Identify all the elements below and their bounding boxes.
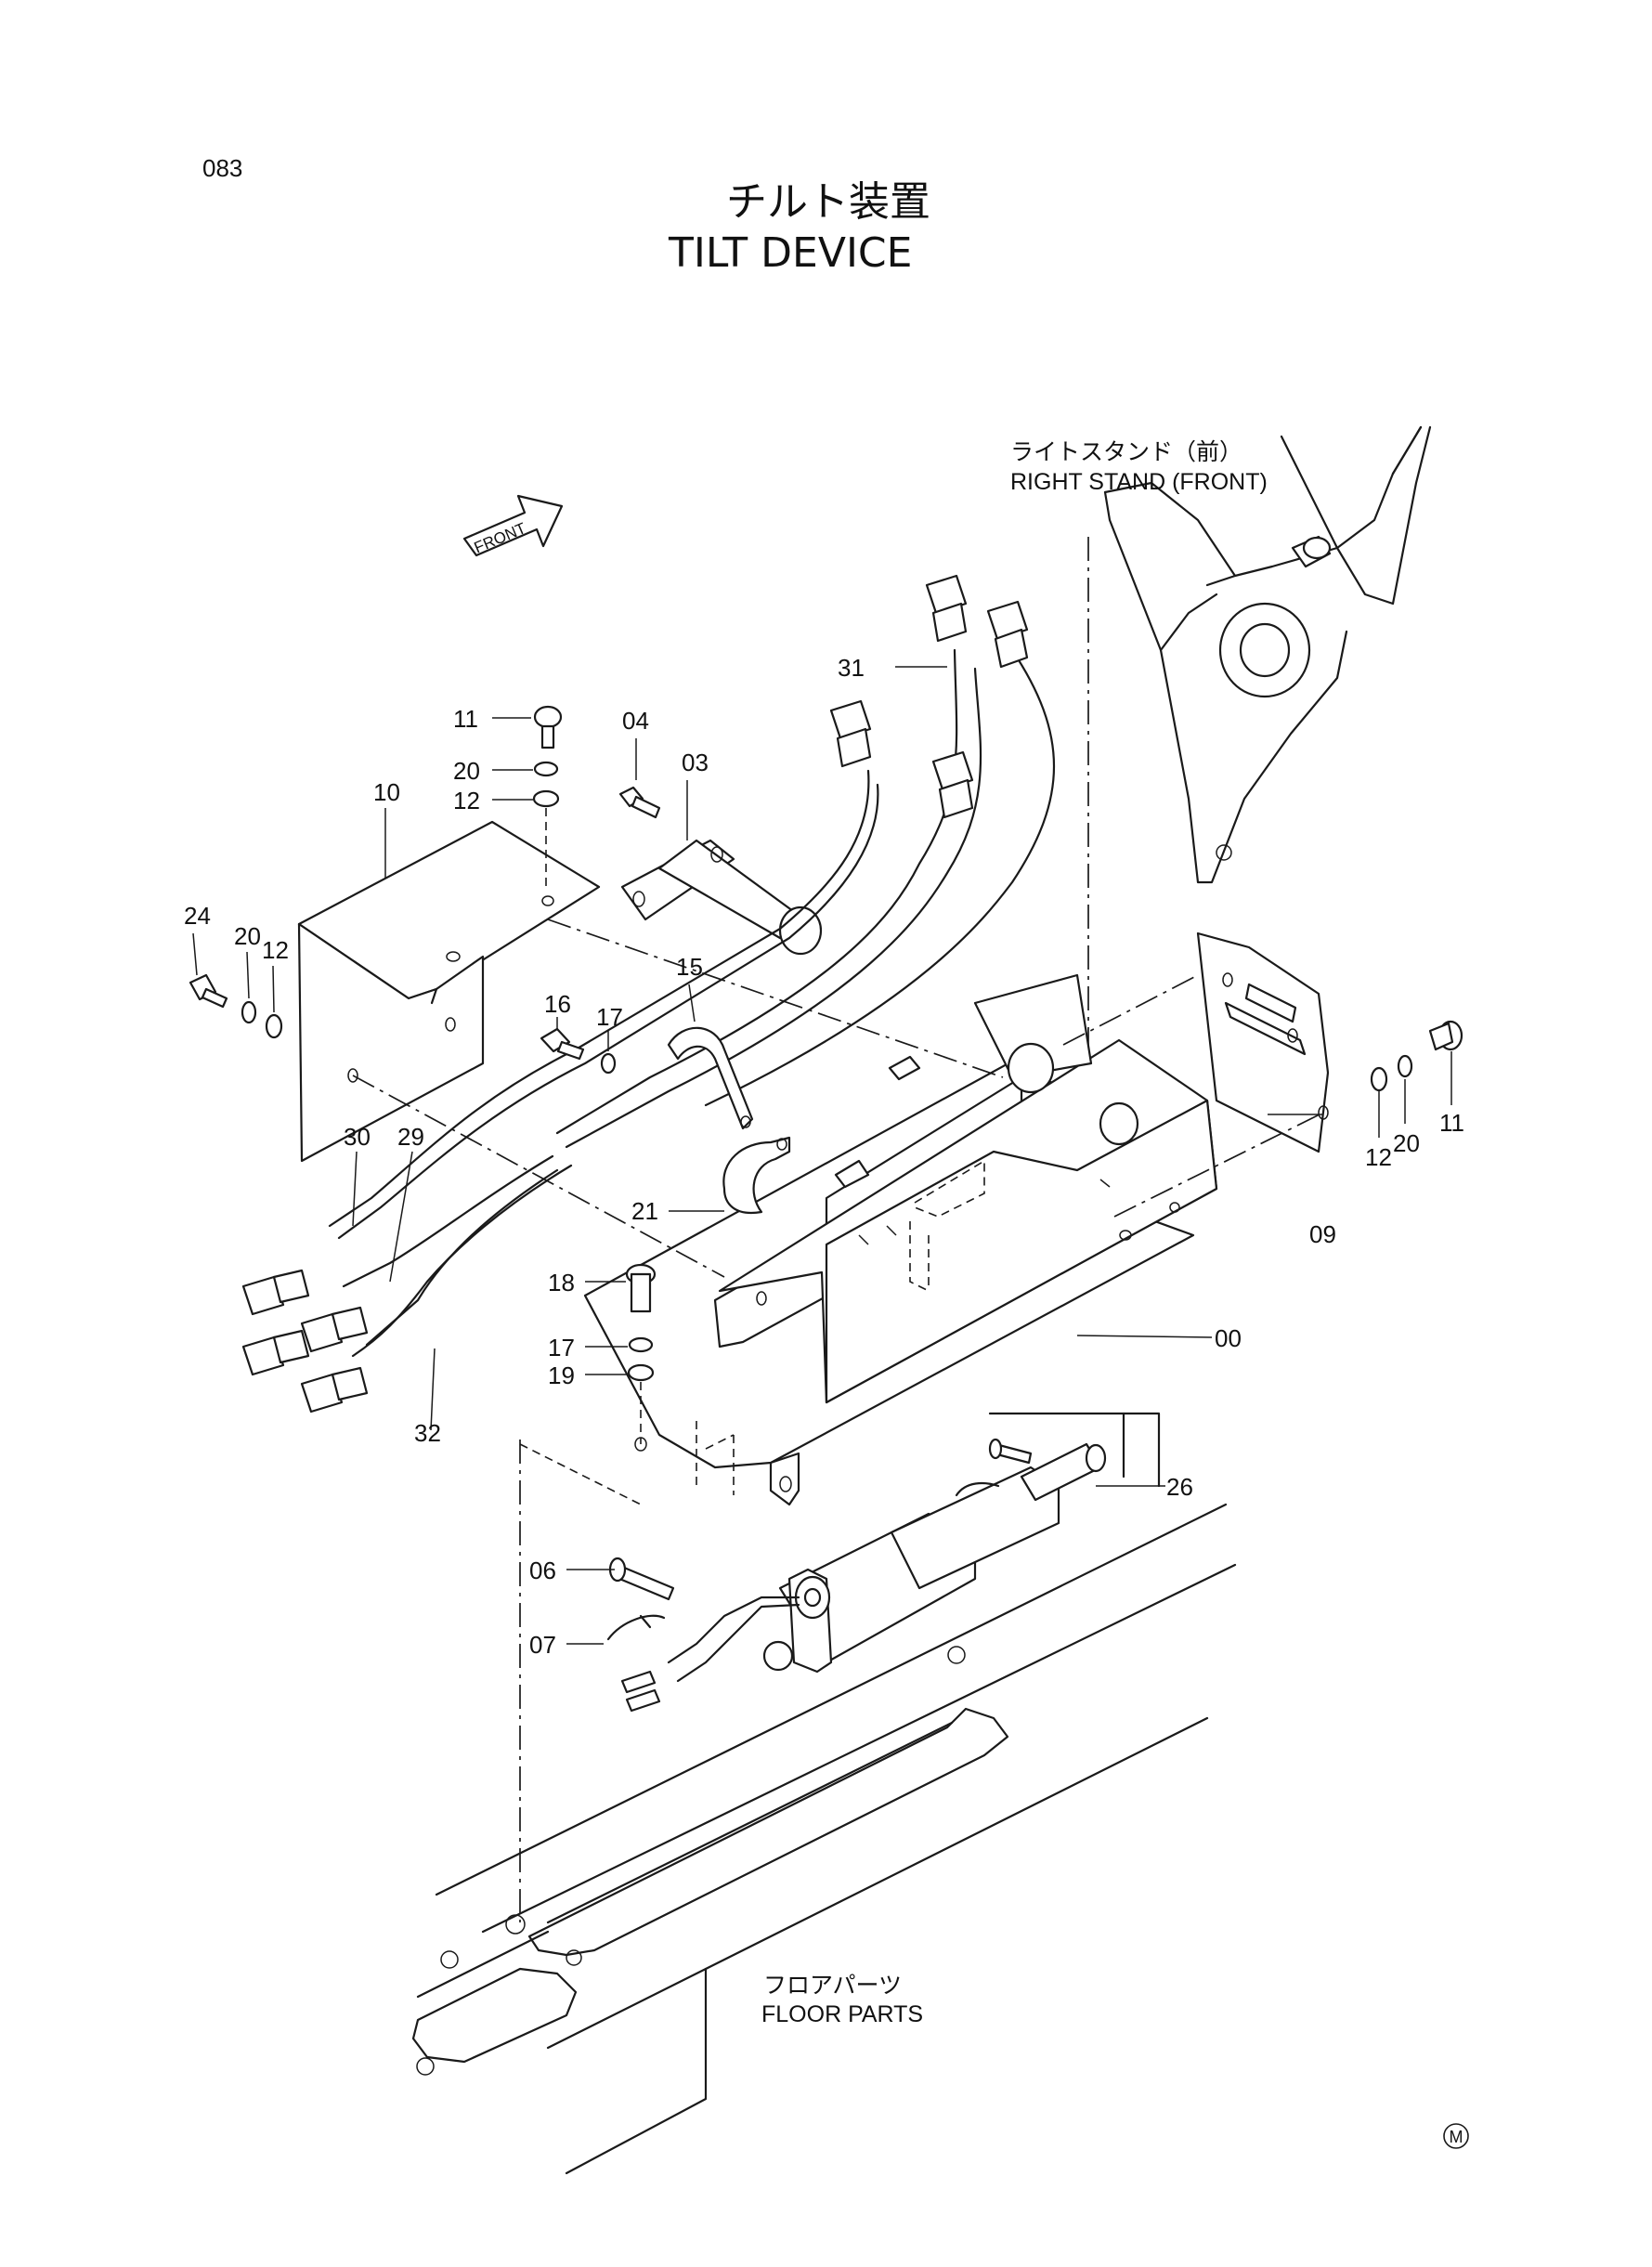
bracket-00 (583, 973, 1218, 1506)
spring-washer-17-top (600, 1052, 617, 1075)
callout-17: 17 (596, 1003, 623, 1031)
floor-parts-label-en: FLOOR PARTS (761, 2001, 923, 2027)
callout-24: 24 (184, 902, 211, 930)
clip-07 (606, 1614, 666, 1641)
floor-parts-label-jp: フロアパーツ (763, 1973, 902, 1999)
callout-12: 12 (1365, 1143, 1392, 1171)
right-stand (1103, 425, 1432, 884)
callout-06: 06 (529, 1557, 556, 1584)
clamp-15 (667, 1026, 754, 1130)
spring-washer-20-top (533, 761, 559, 777)
washer-12-right (1370, 1066, 1388, 1092)
callout-09: 09 (1309, 1220, 1336, 1248)
connector-icon (241, 574, 1029, 1414)
bolt-24 (189, 973, 228, 1009)
spring-washer-20-right (1397, 1054, 1413, 1078)
right-stand-label-en: RIGHT STAND (FRONT) (1010, 469, 1268, 495)
harness-31 (555, 648, 1055, 1149)
callout-32: 32 (414, 1419, 441, 1447)
callout-19: 19 (548, 1362, 575, 1389)
right-stand-label-jp: ライトスタンド（前） (1010, 439, 1242, 465)
bolt-11-right (1428, 1020, 1463, 1051)
callout-20: 20 (453, 757, 480, 785)
callout-20: 20 (234, 922, 261, 950)
spring-washer-17-bottom (628, 1336, 654, 1353)
callout-30: 30 (344, 1123, 371, 1151)
svg-text:M: M (1450, 2128, 1463, 2146)
pin-06 (608, 1557, 675, 1601)
bolt-11-top (533, 705, 563, 749)
spring-washer-20-left (241, 1000, 257, 1024)
floor-parts (411, 1503, 1237, 2175)
callout-20: 20 (1393, 1129, 1420, 1157)
title-japanese: チルト装置 (726, 178, 930, 226)
washer-19 (627, 1363, 655, 1382)
pin-26 (955, 1412, 1161, 1497)
callout-11: 11 (1439, 1109, 1464, 1137)
callout-17: 17 (548, 1334, 575, 1362)
callout-04: 04 (622, 707, 649, 735)
cover-plate-10 (297, 820, 601, 1163)
callout-21: 21 (631, 1197, 658, 1225)
callout-15: 15 (676, 953, 703, 981)
callout-12: 12 (262, 936, 289, 964)
bolt-18 (625, 1263, 657, 1313)
clamp-21 (722, 1136, 791, 1215)
callout-00: 00 (1215, 1324, 1242, 1352)
page-number: 083 (202, 154, 242, 182)
tilt-actuator (620, 1442, 1107, 1713)
callout-31: 31 (838, 654, 865, 682)
plate-09 (1196, 932, 1330, 1153)
callout-26: 26 (1166, 1473, 1193, 1501)
circled-m-mark: M (1443, 2123, 1469, 2149)
callout-16: 16 (544, 990, 571, 1018)
callout-10: 10 (373, 778, 400, 806)
callout-07: 07 (529, 1631, 556, 1659)
callout-12: 12 (453, 787, 480, 814)
bolt-16 (540, 1027, 585, 1061)
title-english: TILT DEVICE (668, 229, 912, 277)
washer-12-left (265, 1013, 283, 1039)
callout-18: 18 (548, 1269, 575, 1296)
front-arrow-icon: FRONT (462, 494, 564, 556)
callout-29: 29 (397, 1123, 424, 1151)
bolt-04 (618, 786, 661, 819)
washer-12-top (532, 789, 560, 808)
callout-03: 03 (682, 749, 709, 776)
callout-11: 11 (453, 705, 478, 733)
